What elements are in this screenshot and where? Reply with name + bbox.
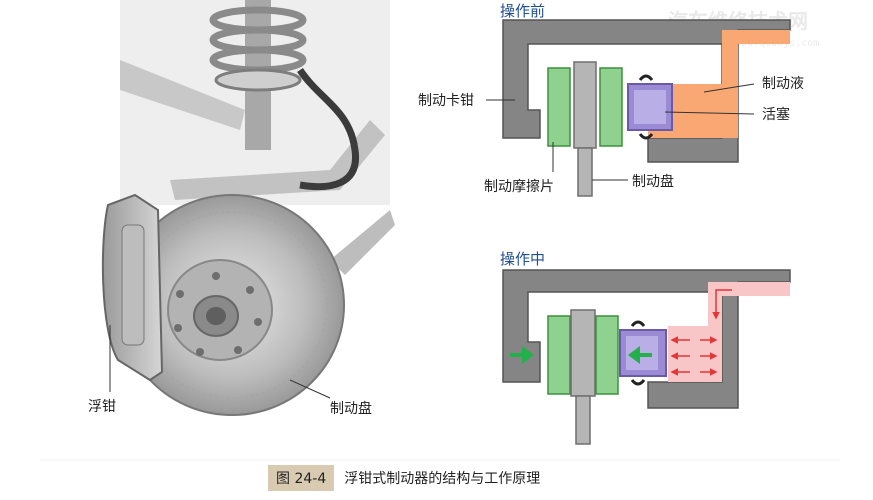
label-before-piston: 活塞: [762, 106, 790, 123]
during-pressure-arrows: [670, 336, 718, 376]
figure-number: 图 24-4: [268, 465, 335, 491]
figure-title: 浮钳式制动器的结构与工作原理: [344, 471, 541, 487]
during-pad-outer: [595, 315, 619, 395]
during-disc: [570, 309, 596, 397]
label-before-fluid: 制动液: [762, 76, 804, 92]
caliper-body: [121, 224, 145, 346]
during-piston-arrow-icon: [628, 346, 652, 364]
during-disc-shaft: [575, 395, 591, 445]
before-seal-top: [638, 74, 654, 81]
during-fluid-flow-arrow: [712, 289, 732, 320]
leader-before-fluid: [703, 83, 755, 93]
leader-photo-disc: [289, 379, 331, 399]
before-piston-face: [634, 90, 666, 124]
label-before-disc: 制动盘: [632, 173, 674, 190]
brake-assembly-illustration: 浮钳 制动盘: [88, 0, 395, 417]
leader-before-piston: [664, 111, 755, 115]
upper-control-arm: [120, 60, 245, 130]
lower-arm: [330, 210, 395, 275]
during-pad-inner: [547, 315, 571, 395]
during-brake-fluid: [668, 282, 790, 382]
label-photo-disc: 制动盘: [330, 400, 372, 417]
during-seal-top: [630, 320, 646, 327]
before-title: 操作前: [500, 2, 545, 20]
before-disc-shaft: [577, 147, 593, 197]
diagram-during: 操作中: [500, 250, 791, 445]
during-caliper-arrow-icon: [510, 346, 534, 364]
before-pad-outer: [599, 67, 623, 147]
before-seal-bottom: [638, 133, 654, 140]
hub-bore: [206, 307, 226, 325]
wheel-bolts: [174, 272, 262, 356]
before-pad-inner: [547, 67, 571, 147]
figure-caption: 图 24-4 浮钳式制动器的结构与工作原理: [268, 465, 540, 491]
during-seal-bottom: [630, 379, 646, 386]
label-floating-caliper: 浮钳: [88, 399, 116, 415]
before-brake-fluid: [648, 30, 790, 138]
brake-hose: [297, 68, 359, 191]
before-disc: [573, 61, 597, 149]
label-before-pads: 制动摩擦片: [484, 178, 554, 195]
during-title: 操作中: [500, 250, 545, 268]
label-before-caliper: 制动卡钳: [418, 93, 474, 109]
knuckle-arm: [170, 120, 385, 200]
strut-spring: [209, 0, 307, 150]
diagram-before: 操作前 制动卡钳 制动液 活塞 制动摩擦片 制动盘: [418, 2, 804, 197]
